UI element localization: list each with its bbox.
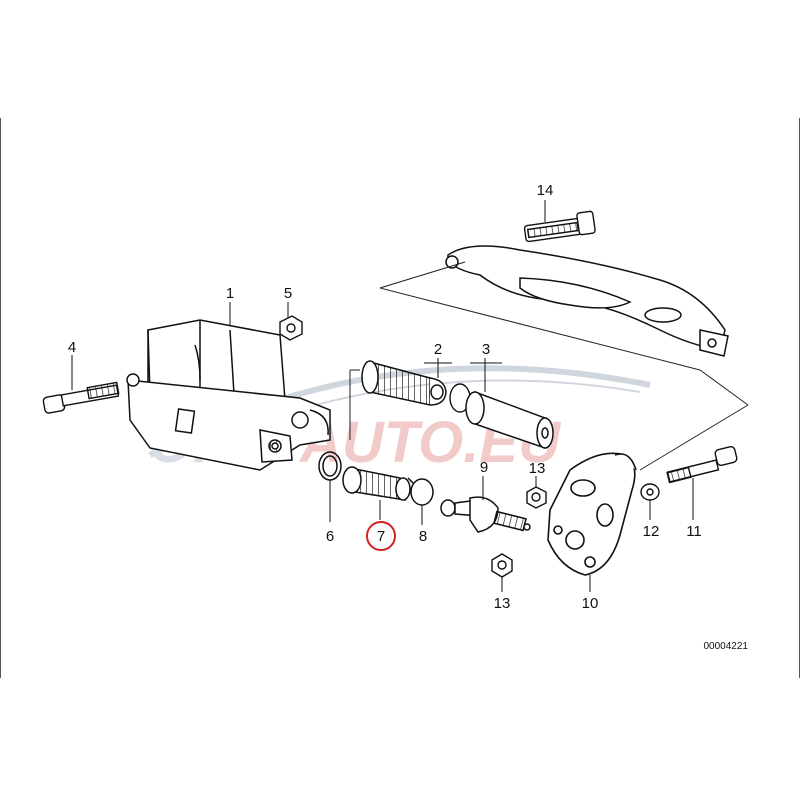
- callout-2: 2: [434, 341, 442, 358]
- callout-3: 3: [482, 341, 490, 358]
- assembly-leader-lines: [349, 261, 749, 471]
- callout-13-upper: 13: [529, 460, 546, 477]
- part-3-sleeve: [465, 390, 554, 450]
- callout-7: 7: [377, 528, 385, 545]
- part-5-nut: [279, 315, 303, 341]
- callout-4: 4: [68, 339, 76, 356]
- callout-13-lower: 13: [494, 595, 511, 612]
- callout-8: 8: [419, 528, 427, 545]
- part-4-bolt: [42, 355, 120, 414]
- part-2-filter: [361, 360, 447, 406]
- drawing-number: 00004221: [703, 641, 749, 652]
- part-13-nut-upper: [526, 486, 547, 509]
- callout-7-highlight-ring: [366, 521, 396, 551]
- part-10-bracket: [547, 452, 637, 576]
- callout-12: 12: [643, 523, 660, 540]
- callout-5: 5: [284, 285, 292, 302]
- part-8-clamp: [407, 477, 434, 506]
- part-1-housing: [126, 319, 331, 471]
- callout-10: 10: [582, 595, 599, 612]
- callout-labels: 1 2 3 4 5 6 7 8 9 10 11 12 13 13 14: [68, 182, 702, 612]
- part-14-bolt: [523, 200, 596, 243]
- part-7-bellows: [342, 466, 411, 501]
- part-12-washer: [640, 483, 660, 501]
- callout-leaders: [229, 302, 694, 592]
- part-11-bolt: [666, 445, 738, 484]
- callout-6: 6: [326, 528, 334, 545]
- callout-14: 14: [537, 182, 554, 199]
- part-9-ball-joint: [440, 496, 531, 533]
- callout-9: 9: [480, 459, 488, 476]
- frame-left-edge: [0, 118, 1, 678]
- trailing-arm: [445, 245, 729, 357]
- callout-11: 11: [686, 523, 702, 540]
- part-13-nut-lower: [491, 553, 513, 578]
- callout-1: 1: [226, 285, 234, 302]
